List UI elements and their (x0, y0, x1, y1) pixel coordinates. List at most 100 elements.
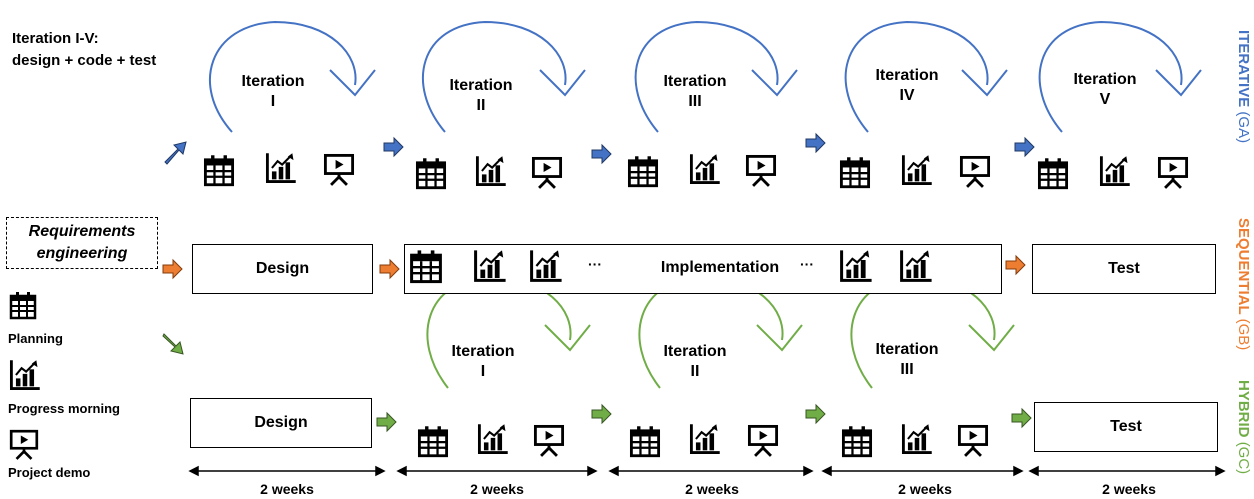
iter-word: Iteration (663, 343, 727, 360)
weeks-label-4: 2 weeks (898, 481, 952, 497)
iter-label-2: Iteration II (436, 76, 526, 116)
sequential-test-box: Test (1032, 244, 1216, 294)
calendar-icon (408, 248, 444, 284)
arrow-green-4 (1011, 407, 1032, 429)
hybrid-test-box: Test (1034, 402, 1218, 452)
chart-icon (838, 248, 874, 284)
iter-word: Iteration (875, 341, 939, 358)
presentation-icon (746, 423, 780, 457)
chart-icon (476, 422, 510, 456)
calendar-icon (626, 154, 660, 188)
hybrid-iter-label-1: Iteration I (438, 342, 528, 382)
weeks-label-3: 2 weeks (685, 481, 739, 497)
side-label-iterative: ITERATIVE (GA) (1235, 30, 1252, 143)
hybrid-design-box: Design (190, 398, 372, 448)
iter-num: III (688, 93, 702, 110)
side-label-hybrid-main: HYBRID (1235, 380, 1252, 438)
arrow-green-3 (805, 403, 826, 425)
iter-label-5: Iteration V (1060, 70, 1150, 110)
side-label-sequential: SEQUENTIAL (GB) (1235, 218, 1252, 350)
iter-label-1: Iteration I (228, 72, 318, 112)
hybrid-iter-label-2: Iteration II (650, 342, 740, 382)
presentation-icon (1156, 155, 1190, 189)
presentation-icon (958, 154, 992, 188)
ellipsis-left: ··· (588, 256, 602, 272)
iter-num: III (900, 361, 914, 378)
arrow-blue-3 (805, 132, 826, 154)
sequential-design-label: Design (255, 260, 310, 277)
header-note-line2: design + code + test (12, 52, 157, 69)
presentation-icon (956, 423, 990, 457)
loop-arrow-4 (844, 20, 1008, 133)
iter-word: Iteration (875, 67, 939, 84)
req-line1: Requirements (28, 223, 136, 240)
implementation-label: Implementation (660, 259, 780, 276)
sequential-design-box: Design (192, 244, 373, 294)
calendar-icon (414, 156, 448, 190)
arrow-blue-diag (164, 141, 187, 165)
legend-demo: Project demo (8, 465, 91, 480)
loop-arrow-2 (421, 20, 586, 133)
iter-num: II (476, 97, 486, 114)
calendar-icon (416, 424, 450, 458)
iter-word: Iteration (241, 73, 305, 90)
legend-progress: Progress morning (8, 401, 120, 416)
loop-arrow-5 (1038, 20, 1202, 133)
iterative-loops (208, 20, 1202, 133)
arrow-blue-2 (591, 143, 612, 165)
arrow-orange-3 (1005, 254, 1026, 276)
side-label-sequential-main: SEQUENTIAL (1235, 218, 1252, 315)
side-label-sequential-sub: (GB) (1235, 318, 1252, 351)
iter-label-3: Iteration III (650, 72, 740, 112)
req-line2: engineering (36, 245, 128, 262)
loop-arrow-3 (634, 20, 798, 133)
arrow-green-2 (591, 403, 612, 425)
chart-icon (900, 422, 934, 456)
arrow-blue-1 (383, 136, 404, 158)
side-label-iterative-sub: (GA) (1235, 111, 1252, 144)
iter-num: V (1099, 91, 1111, 108)
presentation-icon (8, 428, 40, 460)
sequential-test-label: Test (1108, 260, 1140, 277)
requirements-engineering-box: Requirements engineering (6, 217, 158, 269)
calendar-icon (1036, 156, 1070, 190)
hybrid-design-label: Design (254, 414, 308, 431)
presentation-icon (530, 155, 564, 189)
week-rulers (188, 465, 1226, 477)
ellipsis-right: ··· (800, 256, 814, 272)
chart-icon (688, 422, 722, 456)
arrow-green-diag (162, 333, 184, 355)
hybrid-test-label: Test (1110, 418, 1142, 435)
side-label-hybrid-sub: (GC) (1235, 441, 1252, 475)
chart-icon (528, 248, 564, 284)
blue-arrows (164, 132, 1035, 165)
iter-num: II (690, 363, 700, 380)
iter-num: I (480, 363, 486, 380)
presentation-icon (322, 152, 356, 186)
weeks-label-2: 2 weeks (470, 481, 524, 497)
chart-icon (1098, 154, 1132, 188)
loop-arrow-1 (208, 20, 376, 133)
calendar-icon (628, 424, 662, 458)
green-arrows (162, 333, 1032, 433)
side-label-iterative-main: ITERATIVE (1235, 30, 1252, 108)
iter-num: IV (899, 87, 915, 104)
chart-icon (898, 248, 934, 284)
header-note-line1: Iteration I-V: (12, 30, 99, 47)
arrow-orange-1 (162, 258, 183, 280)
weeks-label-1: 2 weeks (260, 481, 314, 497)
iter-word: Iteration (663, 73, 727, 90)
iter-word: Iteration (1073, 71, 1137, 88)
hybrid-iter-label-3: Iteration III (862, 340, 952, 380)
calendar-icon (202, 153, 236, 187)
arrow-orange-2 (379, 258, 400, 280)
iter-label-4: Iteration IV (862, 66, 952, 106)
calendar-icon (840, 424, 874, 458)
chart-icon (474, 154, 508, 188)
weeks-label-5: 2 weeks (1102, 481, 1156, 497)
iter-num: I (270, 93, 276, 110)
iter-word: Iteration (451, 343, 515, 360)
header-note: Iteration I-V: design + code + test (12, 28, 156, 72)
calendar-icon (8, 290, 38, 320)
iter-word: Iteration (449, 77, 513, 94)
